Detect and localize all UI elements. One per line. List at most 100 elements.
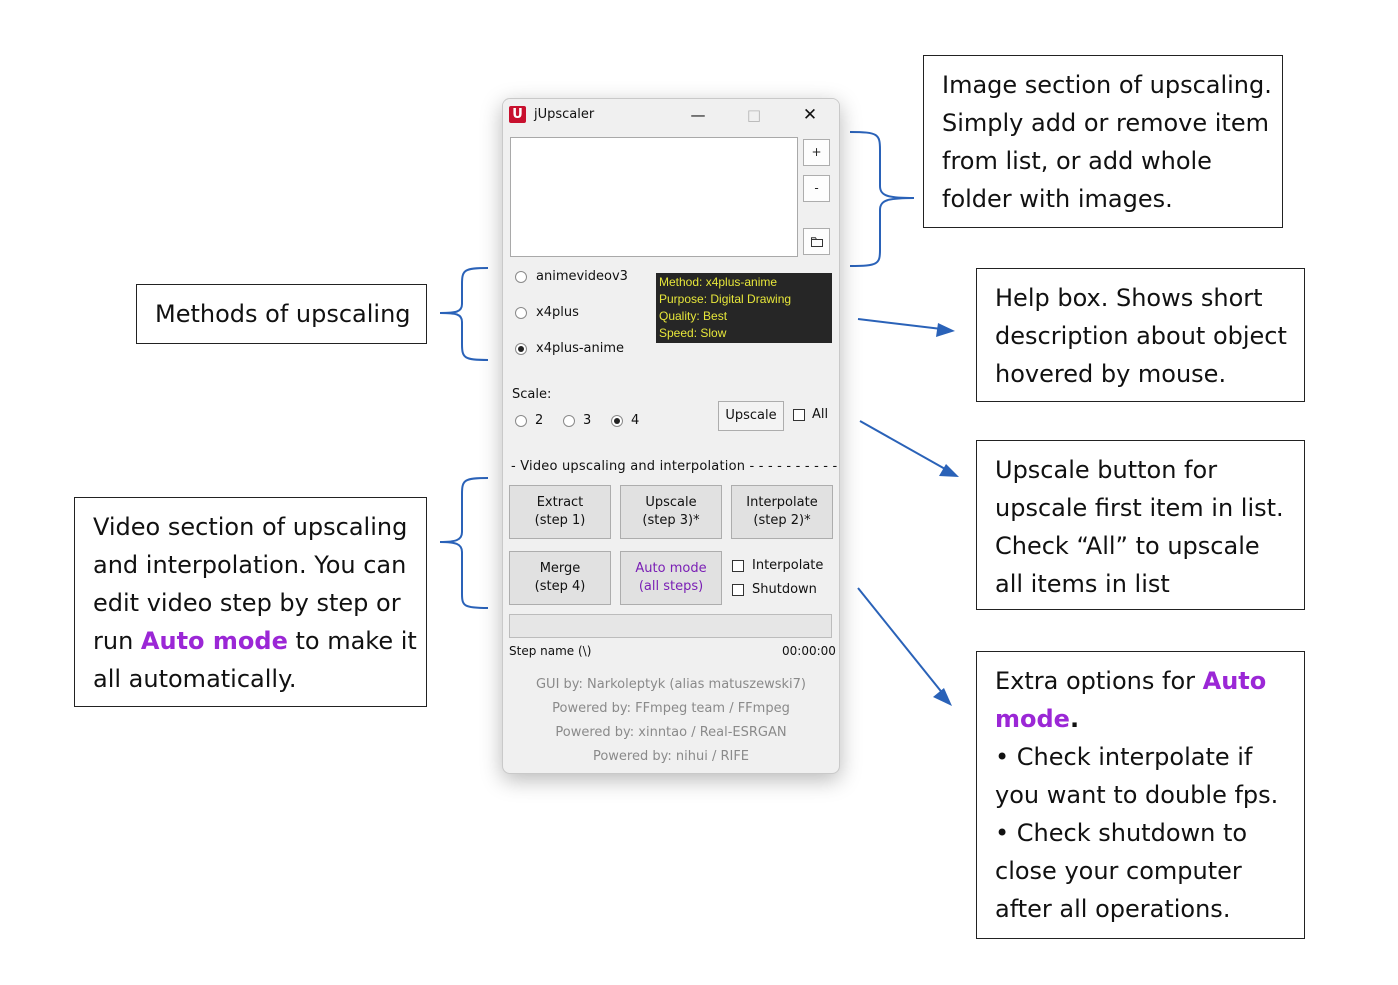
button-line: (step 3)* — [642, 513, 700, 528]
callout-line: you want to double fps. — [995, 781, 1279, 809]
button-line: (all steps) — [638, 579, 704, 594]
callout-upscale-button: Upscale button for upscale first item in… — [976, 440, 1305, 610]
add-folder-button[interactable] — [803, 228, 830, 255]
button-line: (step 1) — [534, 513, 586, 528]
help-box-arrow — [857, 318, 951, 331]
callout-extra-options: Extra options for Auto mode. • Check int… — [976, 651, 1305, 939]
button-line: Interpolate — [746, 495, 818, 510]
callout-line: Check “All” to upscale — [995, 532, 1260, 560]
auto-mode-highlight: mode — [995, 705, 1070, 733]
step-name-label: Step name (\) — [509, 644, 592, 658]
extra-options-arrowhead — [933, 688, 952, 706]
interpolate-button[interactable]: Interpolate (step 2)* — [731, 485, 833, 539]
help-box-arrowhead — [936, 323, 955, 337]
extra-options-arrow — [857, 587, 949, 701]
remove-item-button[interactable]: - — [803, 175, 830, 202]
scale-label: Scale: — [512, 387, 552, 402]
callout-line: mode. — [995, 700, 1286, 738]
interpolate-checkbox[interactable] — [732, 560, 744, 572]
credit-line: Powered by: xinntao / Real-ESRGAN — [555, 725, 787, 740]
progress-bar — [509, 614, 832, 638]
image-list[interactable] — [510, 137, 798, 257]
callout-line: from list, or add whole — [942, 147, 1212, 175]
callout-line: folder with images. — [942, 185, 1173, 213]
callout-line: Upscale button for — [995, 456, 1218, 484]
callout-line: Help box. Shows short — [995, 284, 1263, 312]
button-line: (step 2)* — [753, 513, 811, 528]
callout-text: . — [1069, 705, 1080, 733]
scale-option-label: 3 — [583, 413, 592, 428]
shutdown-checkbox-label: Shutdown — [752, 582, 817, 597]
credit-line: Powered by: nihui / RIFE — [592, 749, 750, 764]
auto-mode-highlight: Auto — [1202, 667, 1267, 695]
scale-radio-2[interactable] — [515, 415, 527, 427]
callout-line: hovered by mouse. — [995, 360, 1227, 388]
video-section-title: - Video upscaling and interpolation - - … — [511, 459, 838, 474]
shutdown-checkbox[interactable] — [732, 584, 744, 596]
interpolate-checkbox-label: Interpolate — [752, 558, 824, 573]
all-checkbox[interactable] — [793, 409, 805, 421]
credit-line: GUI by: Narkoleptyk (alias matuszewski7) — [535, 677, 807, 692]
folder-icon — [810, 237, 823, 247]
scale-radio-3[interactable] — [563, 415, 575, 427]
scale-option-label: 2 — [535, 413, 544, 428]
extract-button[interactable]: Extract (step 1) — [509, 485, 611, 539]
callout-line: and interpolation. You can — [93, 551, 407, 579]
callout-video-section: Video section of upscaling and interpola… — [74, 497, 427, 707]
button-line: (step 4) — [534, 579, 586, 594]
method-label: x4plus — [536, 305, 579, 320]
button-line: Upscale — [645, 495, 697, 510]
merge-button[interactable]: Merge (step 4) — [509, 551, 611, 605]
button-line: Auto mode — [635, 561, 707, 576]
help-line: Quality: Best — [659, 309, 728, 323]
help-line: Speed: Slow — [659, 326, 727, 340]
callout-line: all automatically. — [93, 665, 297, 693]
add-item-button[interactable]: + — [803, 139, 830, 166]
callout-text: Extra options for — [995, 667, 1203, 695]
callout-line: description about object — [995, 322, 1287, 350]
callout-text: run — [93, 627, 141, 655]
callout-line: Extra options for Auto — [995, 662, 1286, 700]
help-box: Method: x4plus-anime Purpose: Digital Dr… — [656, 273, 832, 343]
help-line: Method: x4plus-anime — [659, 275, 778, 289]
close-button[interactable]: ✕ — [802, 105, 818, 125]
auto-mode-button[interactable]: Auto mode (all steps) — [620, 551, 722, 605]
callout-methods: Methods of upscaling — [136, 284, 427, 344]
method-label: animevideov3 — [536, 269, 628, 284]
method-label: x4plus-anime — [536, 341, 625, 356]
callout-line: Methods of upscaling — [155, 300, 411, 328]
maximize-button[interactable]: □ — [746, 106, 762, 124]
button-line: Merge — [539, 561, 581, 576]
upscale-button[interactable]: Upscale — [718, 401, 784, 431]
callout-text: to make it — [287, 627, 417, 655]
app-window: U jUpscaler — □ ✕ + - animevideov3 x4plu… — [502, 98, 840, 774]
callout-line: edit video step by step or — [93, 589, 401, 617]
upscale-video-button[interactable]: Upscale (step 3)* — [620, 485, 722, 539]
callout-image-section: Image section of upscaling. Simply add o… — [923, 55, 1283, 228]
callout-line: Video section of upscaling — [93, 513, 408, 541]
title-bar[interactable]: U jUpscaler — □ ✕ — [503, 99, 839, 131]
help-line: Purpose: Digital Drawing — [659, 292, 792, 306]
all-checkbox-label: All — [812, 407, 829, 422]
elapsed-time-label: 00:00:00 — [782, 644, 836, 658]
callout-line: run Auto mode to make it — [93, 622, 417, 660]
callout-help-box: Help box. Shows short description about … — [976, 268, 1305, 402]
callout-line: • Check interpolate if — [995, 743, 1253, 771]
button-line: Extract — [536, 495, 584, 510]
auto-mode-highlight: Auto mode — [140, 627, 288, 655]
scale-option-label: 4 — [631, 413, 640, 428]
upscale-button-arrowhead — [939, 464, 959, 477]
credit-line: Powered by: FFmpeg team / FFmpeg — [552, 701, 790, 716]
scale-radio-4[interactable] — [611, 415, 623, 427]
callout-line: Image section of upscaling. — [942, 71, 1272, 99]
callout-line: • Check shutdown to — [995, 819, 1248, 847]
method-radio-x4plus[interactable] — [515, 307, 527, 319]
upscale-button-arrow — [859, 420, 955, 475]
minimize-button[interactable]: — — [690, 106, 706, 124]
method-radio-x4plus-anime[interactable] — [515, 343, 527, 355]
app-logo-icon: U — [509, 106, 526, 123]
callout-line: after all operations. — [995, 895, 1231, 923]
method-radio-animevideov3[interactable] — [515, 271, 527, 283]
image-section-bracket — [849, 131, 915, 267]
callout-line: all items in list — [995, 570, 1170, 598]
